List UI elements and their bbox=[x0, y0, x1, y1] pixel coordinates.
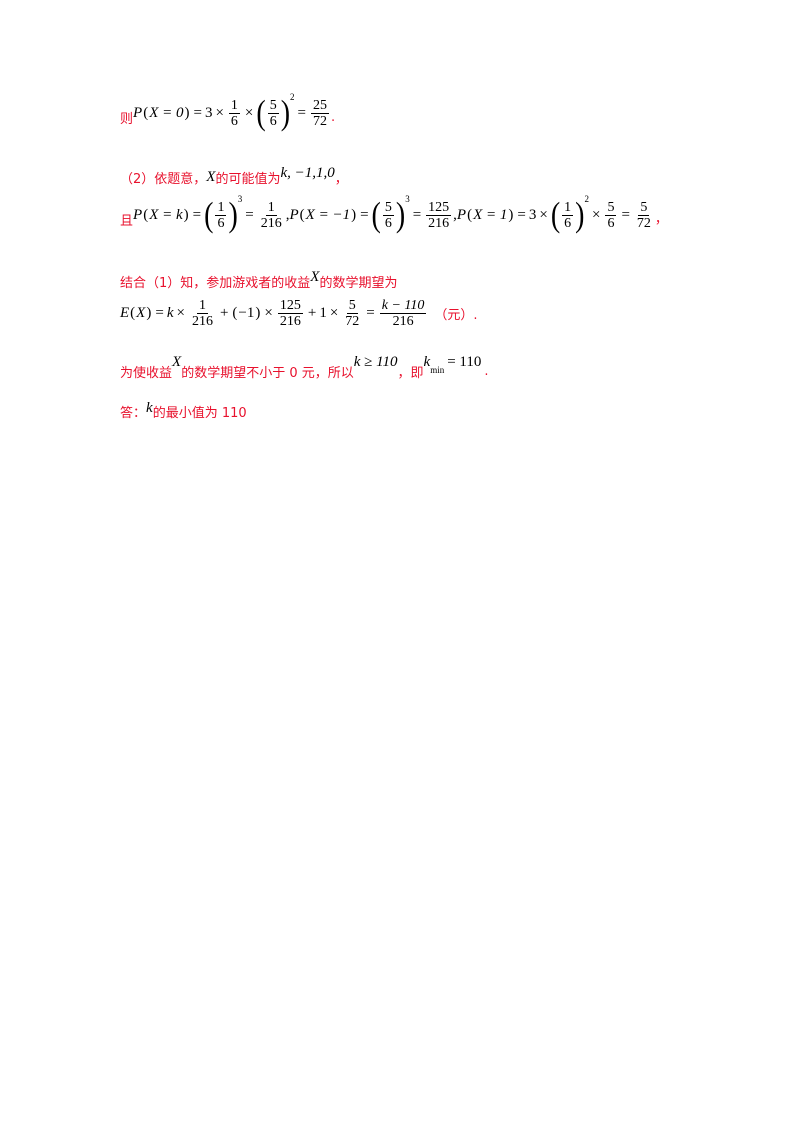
answer-line: 答： k 的最小值为 110 bbox=[120, 400, 247, 421]
line-prefix: 则 bbox=[120, 112, 134, 127]
text-line-4: 结合（1）知，参加游戏者的收益 X 的数学期望为 bbox=[120, 269, 398, 291]
text-line-2: （2）依题意， X 的可能值为 k, −1,1,0 ， bbox=[120, 165, 348, 187]
